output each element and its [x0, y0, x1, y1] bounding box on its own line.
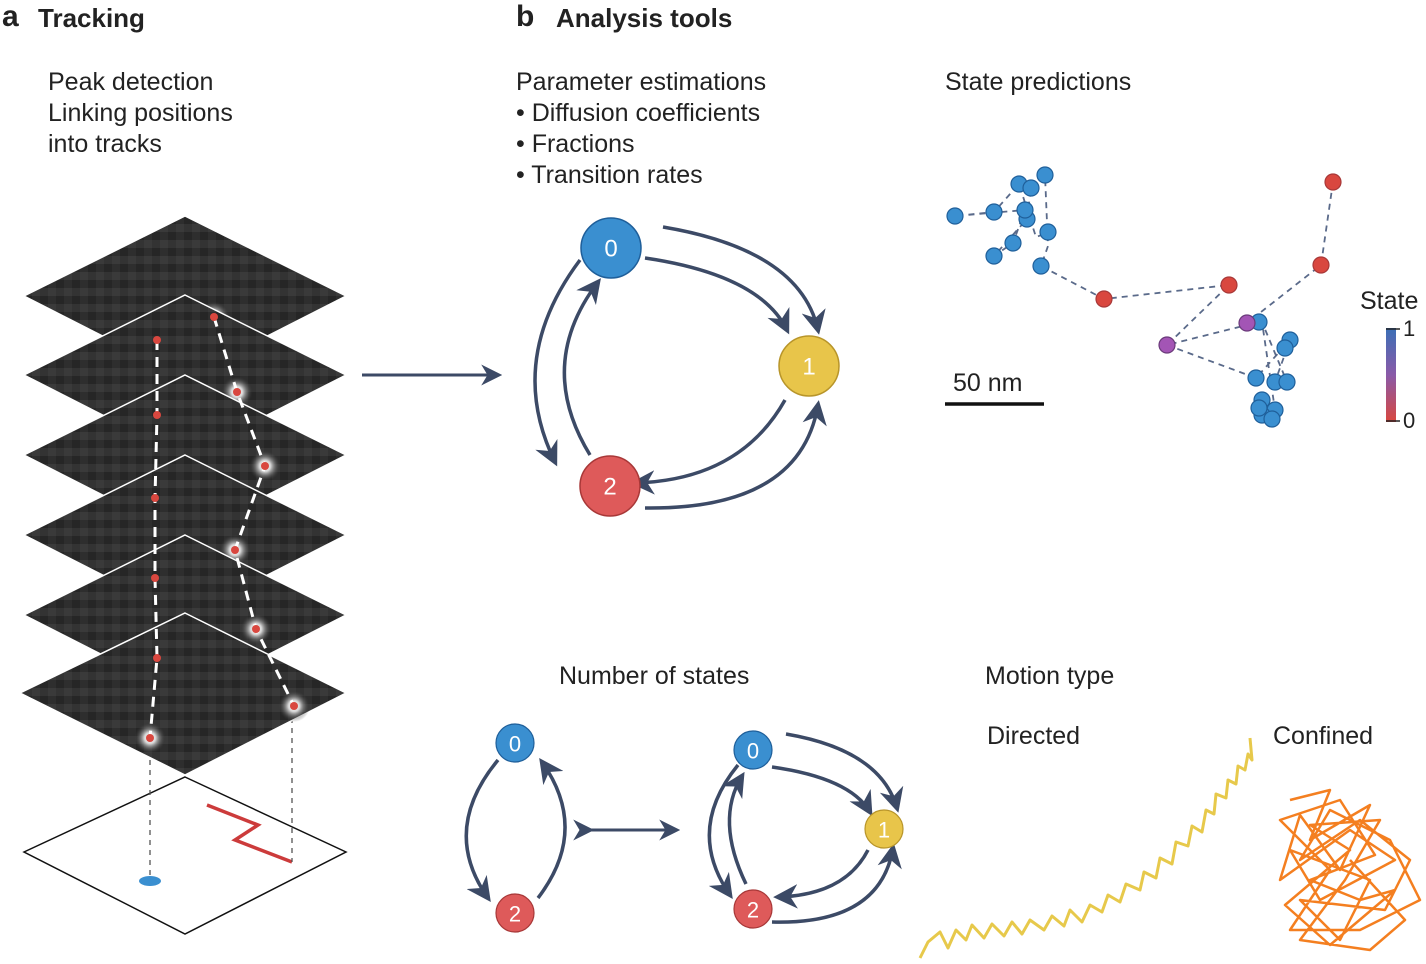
directed-trajectory — [918, 737, 1254, 959]
detected-peaks — [146, 313, 298, 742]
state-node-0: 0 — [580, 217, 642, 279]
parameter-estimations: Parameter estimations • Diffusion coeffi… — [516, 67, 766, 191]
parameter-item-transition-rates: • Transition rates — [516, 161, 703, 189]
base-track-line — [206, 803, 293, 864]
trajectory-points-state-0 — [946, 166, 1299, 428]
number-of-states-heading: Number of states — [559, 662, 750, 690]
three-state-node-2-label: 2 — [747, 898, 759, 923]
state-trajectory — [946, 166, 1342, 428]
trajectory-points-mixed — [1158, 314, 1256, 354]
trajectory-points-state-1 — [1095, 173, 1342, 308]
confined-trajectory — [1278, 788, 1422, 952]
parameter-item-fractions: • Fractions — [516, 130, 635, 158]
track-left-dashed — [148, 340, 159, 739]
confined-label: Confined — [1273, 722, 1374, 750]
scale-bar-label: 50 nm — [953, 369, 1023, 397]
tracking-base-plane — [22, 708, 348, 935]
panel-b-title: Analysis tools — [556, 3, 733, 33]
colorbar-title: State — [1360, 287, 1419, 315]
colorbar-max-label: 1 — [1403, 316, 1416, 341]
state-node-0-label: 0 — [604, 236, 617, 263]
three-state-diagram: 0 1 2 — [707, 730, 904, 929]
tracking-line-3: into tracks — [48, 130, 162, 158]
three-state-node-0-label: 0 — [747, 739, 759, 764]
panel-b-letter: b — [516, 0, 535, 33]
state-node-2: 2 — [579, 455, 641, 517]
tracking-line-1: Peak detection — [48, 68, 214, 96]
three-state-node-1-label: 1 — [878, 818, 890, 843]
two-state-node-2-label: 2 — [509, 902, 521, 927]
track-right-dashed — [212, 316, 296, 707]
transition-diagram — [533, 225, 827, 510]
directed-label: Directed — [987, 722, 1081, 750]
state-colorbar — [1386, 328, 1400, 422]
two-state-node-0-label: 0 — [509, 732, 521, 757]
two-state-diagram: 0 2 — [464, 723, 567, 933]
frame-6 — [18, 612, 348, 776]
motion-type-heading: Motion type — [985, 662, 1115, 690]
state-node-1-label: 1 — [802, 354, 815, 381]
panel-a-letter: a — [2, 0, 19, 33]
image-stack — [18, 215, 348, 776]
tracking-line-2: Linking positions — [48, 99, 233, 127]
base-detection-spot — [139, 876, 161, 886]
state-predictions-heading: State predictions — [945, 68, 1132, 96]
parameter-estimations-heading: Parameter estimations — [516, 68, 767, 96]
colorbar-min-label: 0 — [1403, 408, 1416, 433]
parameter-item-diffusion: • Diffusion coefficients — [516, 99, 761, 127]
state-node-1: 1 — [778, 335, 840, 397]
tracking-description: Peak detection Linking positions into tr… — [48, 67, 233, 160]
state-node-2-label: 2 — [603, 474, 616, 501]
panel-a-title: Tracking — [38, 3, 145, 33]
